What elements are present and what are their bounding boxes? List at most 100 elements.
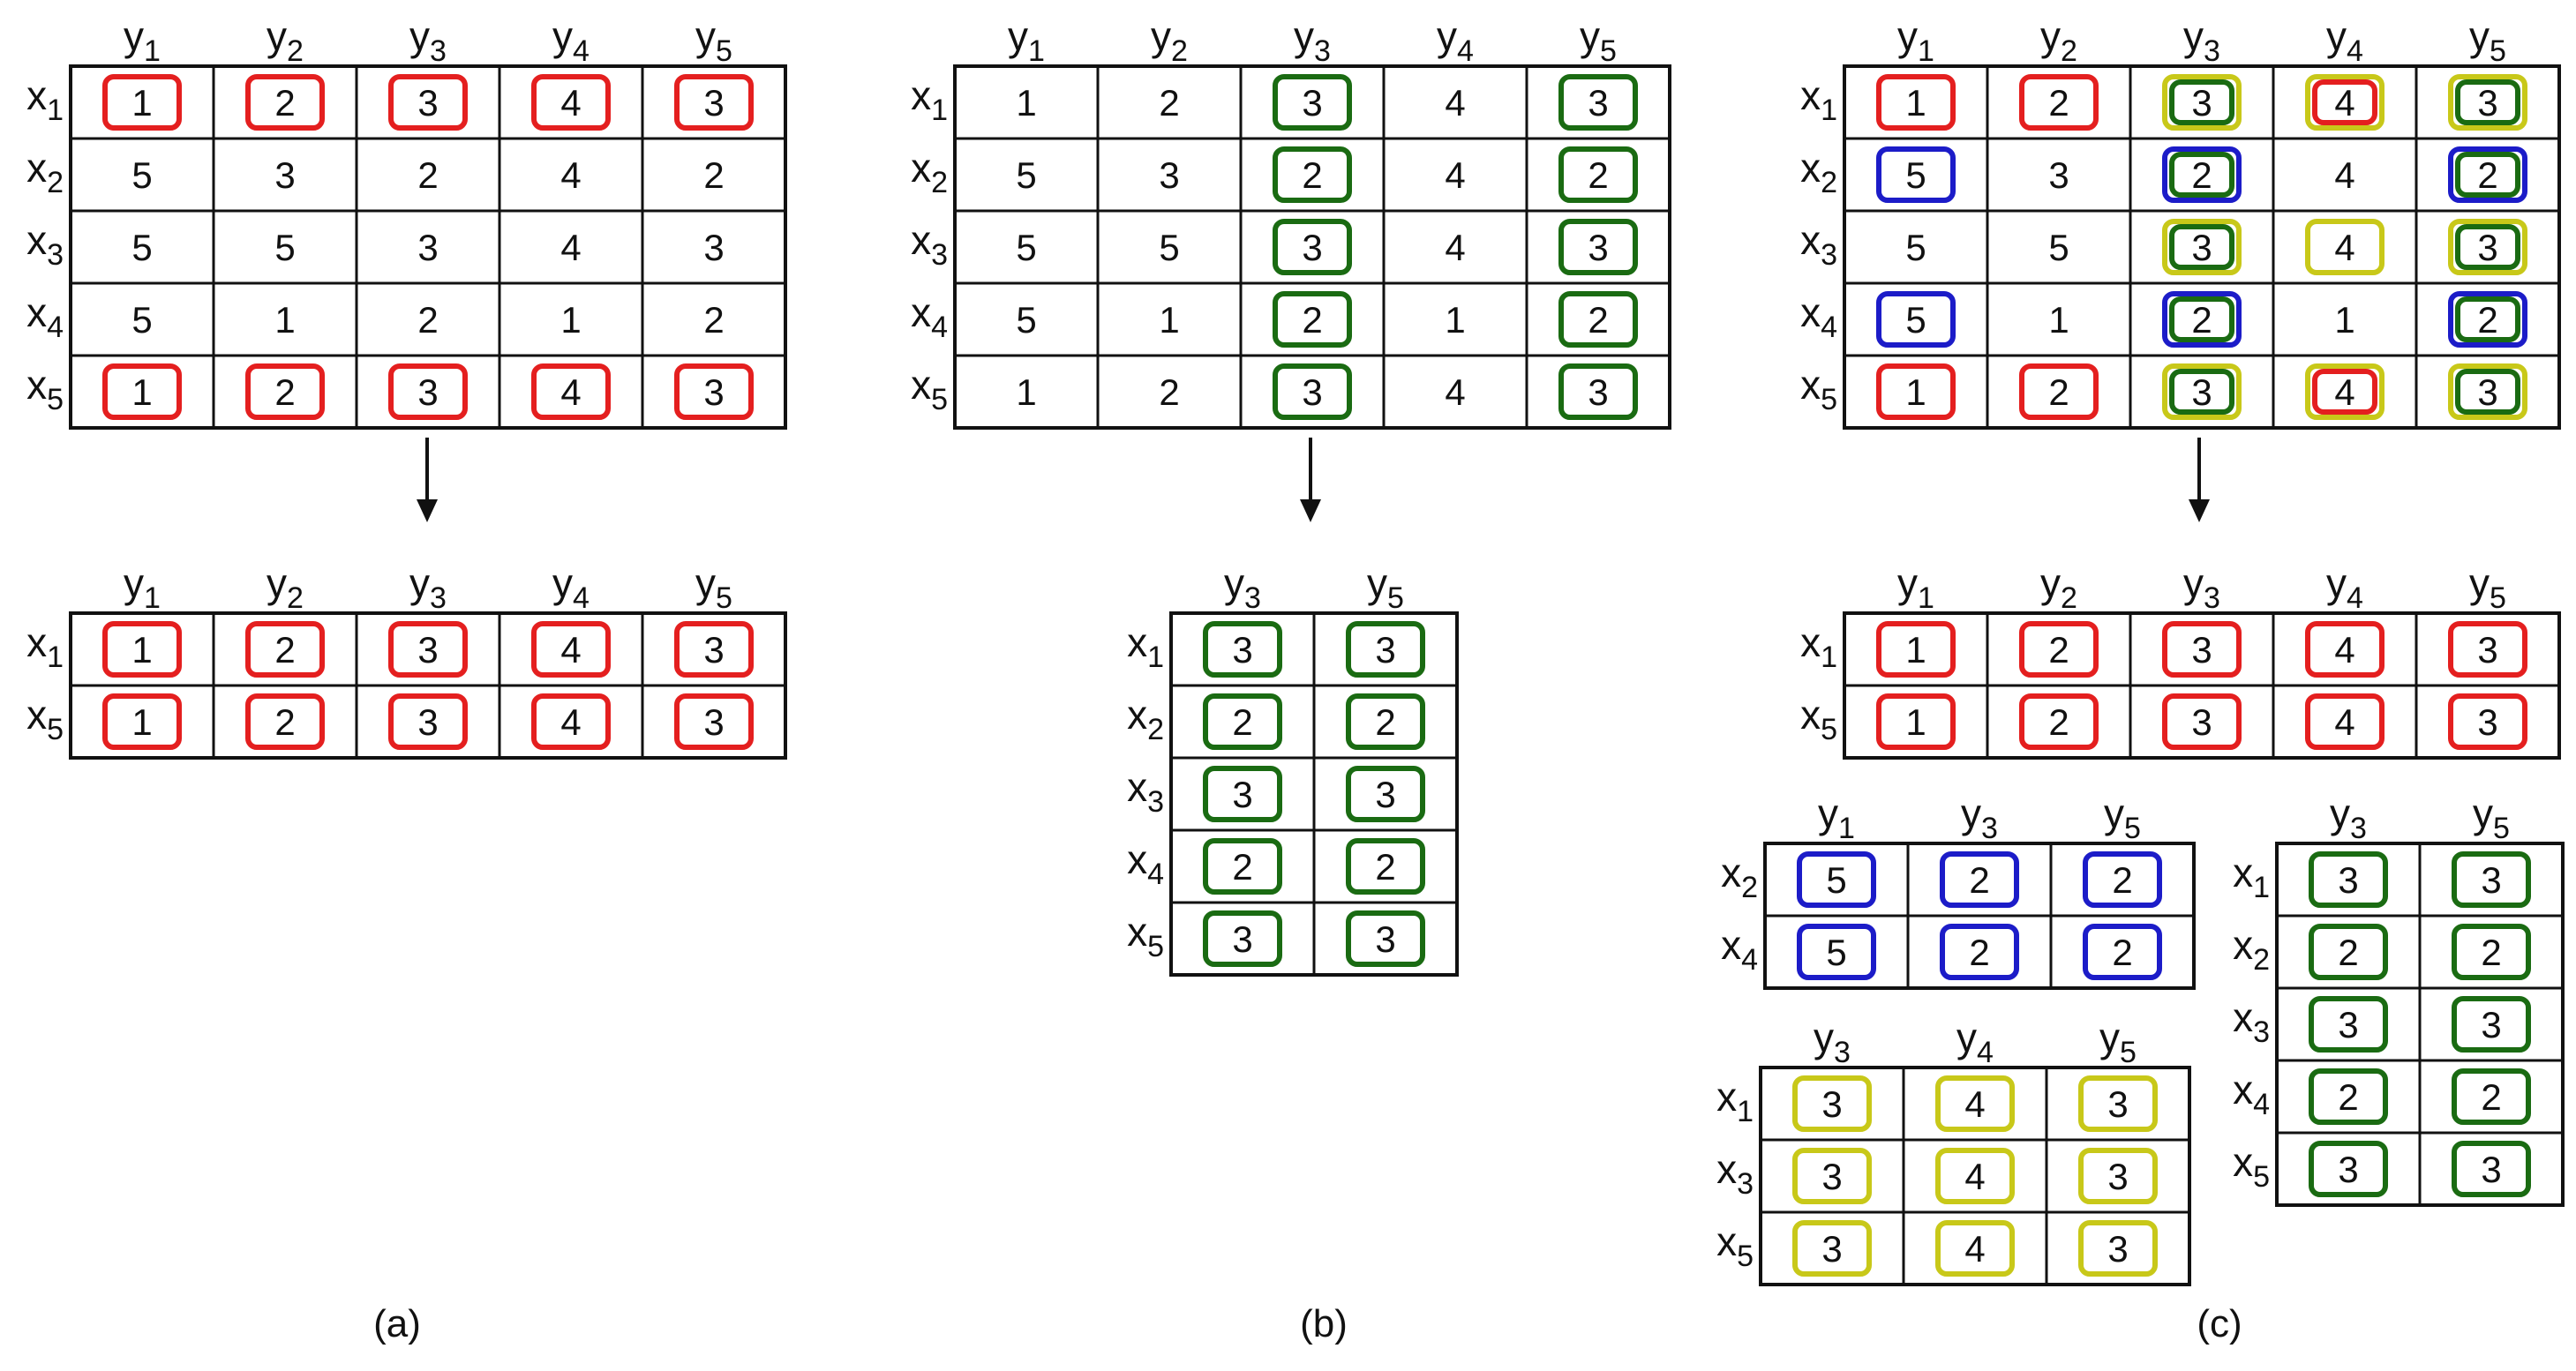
- cell-value: 4: [1445, 371, 1465, 413]
- row-header-x5: x5: [911, 362, 948, 416]
- cell-value: 4: [1445, 82, 1465, 124]
- cell-value: 3: [1232, 629, 1252, 671]
- cell-value: 1: [131, 629, 152, 671]
- highlight-box-red: [2312, 79, 2377, 125]
- highlight-box-red: [388, 363, 468, 420]
- grid: [1843, 611, 2561, 760]
- cell-value: 2: [2048, 629, 2069, 671]
- cell-value: 5: [1159, 227, 1179, 268]
- cell-value: 3: [1588, 227, 1608, 268]
- highlight-box-red: [531, 693, 611, 750]
- cell-value: 3: [2481, 859, 2501, 901]
- cell-value: 3: [703, 629, 724, 671]
- highlight-box-green: [1203, 766, 1282, 822]
- highlight-box-green: [2169, 152, 2234, 198]
- highlight-box-red: [674, 621, 754, 678]
- cell-value: 5: [1826, 859, 1846, 901]
- highlight-box-yellow: [2162, 363, 2242, 420]
- highlight-box-green: [1273, 219, 1352, 275]
- row-header-x1: x1: [1800, 72, 1837, 127]
- highlight-box-red: [102, 363, 182, 420]
- cell-value: 2: [2112, 932, 2132, 973]
- cell-value: 3: [2481, 1004, 2501, 1045]
- cell-value: 5: [1905, 299, 1926, 341]
- cell-value: 2: [2338, 932, 2358, 973]
- cell-value: 2: [274, 371, 295, 413]
- cell-value: 4: [560, 701, 581, 743]
- highlight-box-red: [1876, 693, 1956, 750]
- cell-value: 3: [2338, 1004, 2358, 1045]
- row-header-x2: x2: [26, 145, 64, 199]
- cell-value: 5: [2048, 227, 2069, 268]
- cell-value: 2: [417, 299, 438, 341]
- cell-value: 2: [1302, 154, 1322, 196]
- highlight-box-yellow: [1792, 1220, 1872, 1277]
- row-header-x4: x4: [1127, 836, 1164, 891]
- highlight-box-green: [2455, 369, 2520, 415]
- cell-value: 3: [2338, 859, 2358, 901]
- highlight-box-green: [1346, 766, 1425, 822]
- cell-value: 1: [1905, 371, 1926, 413]
- highlight-box-green: [2452, 996, 2531, 1053]
- cell-value: 3: [274, 154, 295, 196]
- highlight-box-green: [2455, 224, 2520, 270]
- col-header-y1: y1: [1818, 790, 1855, 845]
- cell-value: 3: [2338, 1149, 2358, 1190]
- col-header-y1: y1: [1897, 13, 1934, 68]
- highlight-box-red: [674, 693, 754, 750]
- col-header-y3: y3: [1294, 13, 1331, 68]
- highlight-box-yellow: [1935, 1075, 2015, 1132]
- highlights: [1876, 621, 2527, 750]
- cell-value: 3: [2477, 82, 2497, 124]
- cell-value: 5: [131, 299, 152, 341]
- highlight-box-yellow: [2448, 219, 2527, 275]
- matrix-border: [953, 64, 1671, 430]
- cell-value: 3: [1375, 629, 1395, 671]
- cell-value: 1: [1905, 701, 1926, 743]
- highlight-box-yellow: [2162, 74, 2242, 131]
- highlight-box-blue: [1797, 924, 1876, 980]
- highlight-box-green: [2309, 851, 2388, 908]
- highlight-box-green: [1203, 838, 1282, 895]
- cell-value: 3: [1232, 918, 1252, 960]
- highlight-box-green: [1558, 363, 1638, 420]
- cell-value: 3: [1821, 1083, 1842, 1125]
- highlight-box-green: [1346, 621, 1425, 678]
- highlight-box-yellow: [2078, 1148, 2158, 1204]
- cell-value: 2: [274, 82, 295, 124]
- cell-value: 1: [274, 299, 295, 341]
- highlight-box-yellow: [2448, 363, 2527, 420]
- cell-value: 2: [2048, 371, 2069, 413]
- cell-value: 2: [1588, 299, 1608, 341]
- row-header-x1: x1: [1800, 619, 1837, 674]
- highlight-box-blue: [2083, 851, 2162, 908]
- cell-value: 5: [1905, 227, 1926, 268]
- cell-value: 3: [1302, 371, 1322, 413]
- cell-value: 5: [1016, 154, 1036, 196]
- highlight-box-red: [102, 693, 182, 750]
- matrix-border: [69, 64, 787, 430]
- col-header-y5: y5: [1367, 560, 1404, 615]
- cell-value: 2: [1588, 154, 1608, 196]
- highlight-box-red: [388, 693, 468, 750]
- col-header-y4: y4: [1956, 1015, 1994, 1069]
- cell-value: 3: [2477, 629, 2497, 671]
- highlight-box-green: [2455, 152, 2520, 198]
- cell-value: 2: [1232, 846, 1252, 888]
- col-header-y4: y4: [552, 560, 590, 615]
- highlight-box-green: [1558, 219, 1638, 275]
- col-header-y5: y5: [2104, 790, 2141, 845]
- highlight-box-green: [2169, 79, 2234, 125]
- col-header-y3: y3: [1224, 560, 1261, 615]
- row-header-x5: x5: [26, 362, 64, 416]
- highlight-box-yellow: [2305, 74, 2384, 131]
- cell-value: 3: [417, 227, 438, 268]
- highlight-box-blue: [2162, 291, 2242, 348]
- cell-value: 2: [1969, 859, 1989, 901]
- cell-value: 3: [417, 371, 438, 413]
- highlight-box-blue: [1876, 146, 1956, 203]
